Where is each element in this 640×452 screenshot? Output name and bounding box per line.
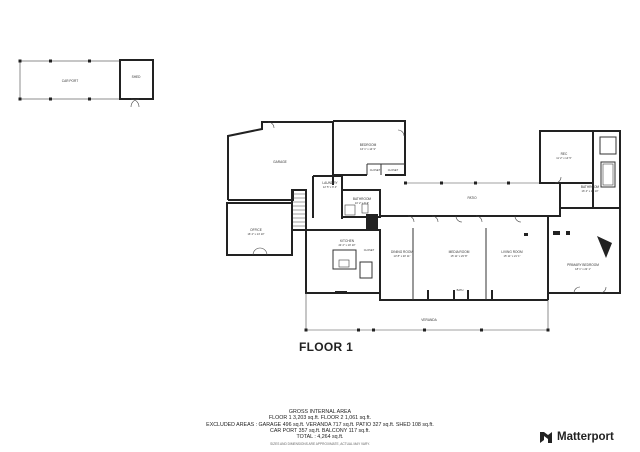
kitchen-dims: 24' 2" x 19' 10" bbox=[338, 243, 355, 247]
garage-label: GARAGE bbox=[273, 160, 287, 164]
area-excluded: EXCLUDED AREAS : GARAGE 496 sq.ft. VERAN… bbox=[206, 421, 434, 428]
laundry-dims: 12' 5" x 8' 4" bbox=[323, 185, 337, 189]
rec-dims: 11' 2" x 14' 5" bbox=[556, 156, 572, 160]
dining-room-dims: 13' 8" x 20' 11" bbox=[394, 254, 411, 258]
floor-title: FLOOR 1 bbox=[299, 340, 354, 354]
media-room-dims: 15' 11" x 23' 8" bbox=[451, 254, 468, 258]
bathroom-primary-dims: 16' 4" x 11' 10" bbox=[582, 189, 599, 193]
office-area: OFFICE 16' 4" x 14' 10" bbox=[226, 202, 293, 256]
patio-label: PATIO bbox=[467, 196, 477, 200]
main-living-block: DINING ROOM 13' 8" x 20' 11" MEDIA ROOM … bbox=[379, 215, 549, 301]
bedroom-label: BEDROOM bbox=[360, 143, 377, 147]
veranda-area: VERANDA bbox=[304, 293, 550, 332]
brand-name: Matterport bbox=[557, 431, 614, 443]
rec-area: REC 11' 2" x 14' 5" bbox=[539, 130, 594, 184]
area-summary: GROSS INTERNAL AREA FLOOR 1 3,203 sq.ft.… bbox=[0, 409, 640, 448]
bathroom-primary-label: BATHROOM bbox=[581, 185, 600, 189]
closet-b-label: CLOSET bbox=[388, 168, 399, 172]
brand: Matterport bbox=[539, 430, 614, 444]
kitchen-label: KITCHEN bbox=[340, 239, 355, 243]
area-heading: GROSS INTERNAL AREA bbox=[288, 409, 352, 415]
office-label: OFFICE bbox=[250, 228, 262, 232]
shed-area: SHED bbox=[119, 59, 154, 108]
patio-area: PATIO bbox=[404, 181, 540, 200]
bedroom-dims: 16' 1" x 14' 9" bbox=[360, 147, 376, 151]
closet-kitchen-label: CLOSET bbox=[364, 248, 375, 252]
matterport-logo-icon bbox=[540, 432, 552, 443]
car-port-area: CAR PORT bbox=[18, 59, 121, 101]
living-room-label: LIVING ROOM bbox=[501, 250, 523, 254]
office-dims: 16' 4" x 14' 10" bbox=[247, 232, 264, 236]
bathroom-primary-area: BATHROOM 16' 4" x 11' 10" bbox=[559, 130, 621, 209]
primary-bedroom-label: PRIMARY BEDROOM bbox=[567, 263, 599, 267]
laundry-label: LAUNDRY bbox=[322, 181, 338, 185]
area-carport: CAR PORT 357 sq.ft. BALCONY 117 sq.ft. bbox=[270, 427, 370, 434]
car-port-label: CAR PORT bbox=[62, 79, 78, 83]
rec-label: REC bbox=[561, 152, 568, 156]
bathroom-small-area: BATHROOM 10' 2" x 6' 9" bbox=[342, 189, 381, 229]
area-floors: FLOOR 1 3,203 sq.ft. FLOOR 2 1,061 sq.ft… bbox=[268, 415, 372, 422]
primary-bedroom-area: PRIMARY BEDROOM 18' 1" x 22' 1" bbox=[547, 207, 621, 294]
media-room-label: MEDIA ROOM bbox=[449, 250, 470, 254]
bedroom-area: BEDROOM 16' 1" x 14' 9" CLOSET CLOSET bbox=[333, 120, 406, 176]
bathroom-small-dims: 10' 2" x 6' 9" bbox=[355, 201, 369, 205]
living-room-dims: 15' 11" x 21' 1" bbox=[504, 254, 521, 258]
garage-area: GARAGE bbox=[227, 121, 334, 201]
dining-room-label: DINING ROOM bbox=[391, 250, 413, 254]
bathroom-small-label: BATHROOM bbox=[353, 197, 372, 201]
area-caption: SIZES AND DIMENSIONS ARE APPROXIMATE, AC… bbox=[270, 442, 370, 447]
bath-hall-label: BATH bbox=[457, 288, 464, 292]
kitchen-area: KITCHEN 24' 2" x 19' 10" CLOSET bbox=[305, 229, 381, 294]
laundry-area: LAUNDRY 12' 5" x 8' 4" bbox=[312, 175, 343, 219]
area-total: TOTAL : 4,264 sq.ft. bbox=[296, 434, 344, 441]
veranda-label: VERANDA bbox=[421, 318, 437, 322]
primary-bedroom-dims: 18' 1" x 22' 1" bbox=[575, 267, 591, 271]
shed-label: SHED bbox=[132, 75, 142, 79]
closet-a-label: CLOSET bbox=[370, 168, 381, 172]
staircase bbox=[291, 189, 307, 231]
